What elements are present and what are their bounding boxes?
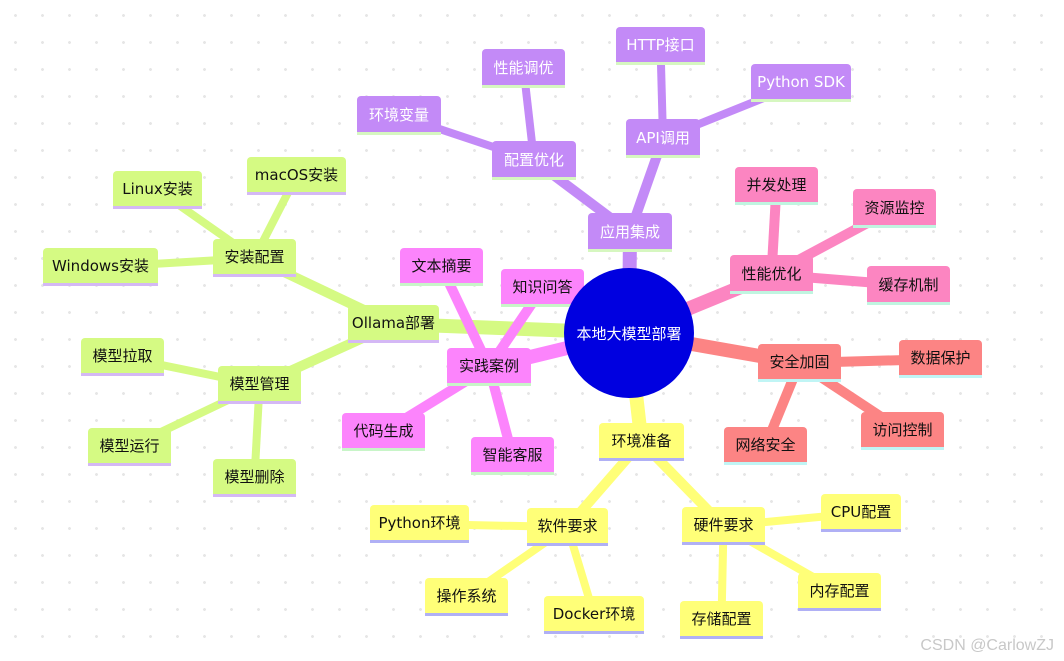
- watermark: CSDN @CarlowZJ: [920, 637, 1054, 654]
- leaf-node[interactable]: 智能客服: [471, 437, 554, 475]
- leaf-node[interactable]: 模型运行: [88, 428, 171, 466]
- leaf-node[interactable]: 网络安全: [724, 427, 807, 465]
- node-label: 文本摘要: [411, 257, 472, 275]
- node-label: 网络安全: [735, 436, 796, 454]
- root-node-label: 本地大模型部署: [576, 324, 682, 343]
- leaf-node[interactable]: 文本摘要: [400, 248, 483, 286]
- branch-node[interactable]: 应用集成: [588, 213, 672, 252]
- node-label: 配置优化: [503, 150, 564, 169]
- node-label: 访问控制: [872, 421, 933, 439]
- topic-node[interactable]: 配置优化: [492, 141, 576, 180]
- node-label: 模型删除: [224, 468, 285, 486]
- node-label: 资源监控: [864, 198, 925, 217]
- node-label: 安全加固: [769, 353, 830, 371]
- node-label: 模型拉取: [92, 347, 153, 365]
- leaf-node[interactable]: 并发处理: [735, 167, 818, 205]
- leaf-node[interactable]: Docker环境: [544, 596, 644, 634]
- node-label: 代码生成: [353, 422, 414, 440]
- leaf-node[interactable]: 操作系统: [425, 578, 508, 616]
- leaf-node[interactable]: Python环境: [370, 505, 469, 543]
- leaf-node[interactable]: 资源监控: [853, 189, 936, 228]
- node-label: 软件要求: [537, 517, 598, 535]
- node-label: Linux安装: [122, 180, 193, 198]
- leaf-node[interactable]: 访问控制: [861, 412, 944, 450]
- leaf-node[interactable]: 代码生成: [342, 413, 425, 451]
- node-label: 安装配置: [224, 248, 285, 266]
- node-label: 硬件要求: [693, 516, 754, 534]
- node-label: 环境变量: [368, 105, 429, 124]
- leaf-node[interactable]: Linux安装: [113, 171, 202, 209]
- node-label: 性能优化: [741, 264, 802, 283]
- branch-node[interactable]: 环境准备: [599, 423, 684, 461]
- leaf-node[interactable]: macOS安装: [247, 157, 346, 195]
- node-label: 知识问答: [512, 278, 573, 296]
- topic-node[interactable]: API调用: [626, 119, 700, 158]
- leaf-node[interactable]: 存储配置: [680, 601, 763, 639]
- topic-node[interactable]: 安装配置: [213, 239, 296, 277]
- leaf-node[interactable]: 模型拉取: [81, 338, 164, 376]
- node-label: Python环境: [378, 514, 461, 532]
- node-label: Docker环境: [552, 605, 636, 623]
- branch-node[interactable]: 安全加固: [758, 344, 841, 382]
- topic-node[interactable]: 硬件要求: [682, 507, 765, 545]
- leaf-node[interactable]: 数据保护: [899, 340, 982, 378]
- leaf-node[interactable]: 性能调优: [482, 49, 565, 88]
- leaf-node[interactable]: 模型删除: [213, 459, 296, 497]
- branch-node[interactable]: Ollama部署: [348, 305, 439, 343]
- branch-node[interactable]: 性能优化: [730, 255, 813, 294]
- node-label: 智能客服: [482, 446, 543, 464]
- node-label: 模型管理: [229, 375, 290, 393]
- node-label: Python SDK: [757, 72, 845, 91]
- node-label: macOS安装: [254, 166, 339, 184]
- leaf-node[interactable]: CPU配置: [821, 494, 901, 532]
- node-label: 操作系统: [436, 587, 497, 605]
- leaf-node[interactable]: Windows安装: [43, 248, 158, 286]
- node-label: 内存配置: [809, 582, 870, 600]
- node-label: 数据保护: [910, 349, 971, 367]
- topic-node[interactable]: 模型管理: [218, 366, 301, 404]
- leaf-node[interactable]: 缓存机制: [867, 266, 950, 305]
- leaf-node[interactable]: Python SDK: [751, 64, 851, 102]
- node-label: HTTP接口: [626, 36, 695, 54]
- leaf-node[interactable]: 环境变量: [357, 96, 441, 135]
- node-label: 应用集成: [599, 222, 660, 241]
- node-label: 缓存机制: [878, 275, 939, 294]
- node-label: 实践案例: [458, 357, 519, 375]
- node-label: CPU配置: [830, 503, 892, 521]
- node-label: 性能调优: [493, 58, 554, 77]
- topic-node[interactable]: 软件要求: [527, 508, 608, 546]
- node-label: Windows安装: [52, 257, 149, 275]
- node-label: 环境准备: [611, 432, 672, 450]
- leaf-node[interactable]: 内存配置: [798, 573, 881, 611]
- node-label: API调用: [636, 128, 690, 147]
- node-label: 模型运行: [99, 437, 160, 455]
- node-label: 存储配置: [691, 610, 752, 628]
- leaf-node[interactable]: HTTP接口: [616, 27, 705, 65]
- node-label: Ollama部署: [351, 314, 436, 332]
- branch-node[interactable]: 实践案例: [447, 348, 531, 386]
- node-label: 并发处理: [746, 176, 807, 194]
- root-node[interactable]: 本地大模型部署: [564, 268, 694, 398]
